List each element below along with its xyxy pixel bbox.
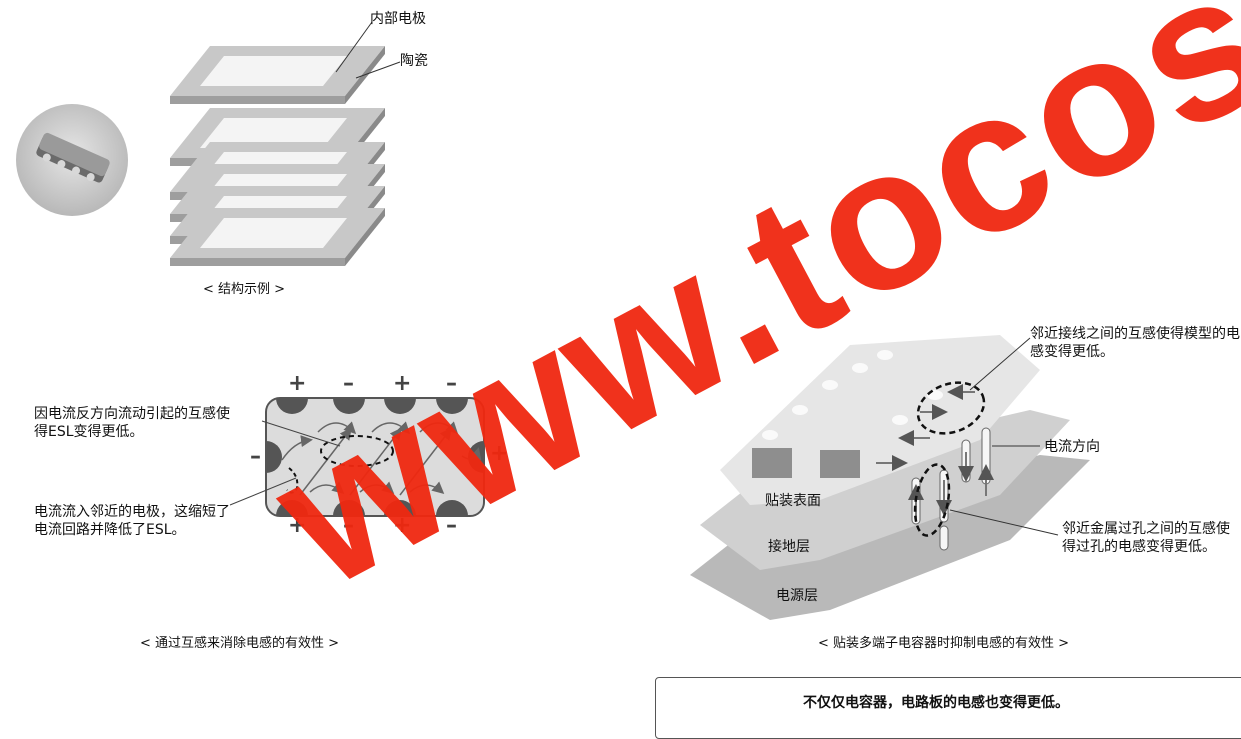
caption-structure: < 结构示例 > [203,282,286,297]
sign-left: – [250,444,261,469]
note-box: 不仅仅电容器，电路板的电感也变得更低。 [655,677,1241,739]
annotation-reverse-current: 因电流反方向流动引起的互感使得ESL变得更低。 [34,406,230,440]
annotation-vias: 邻近金属过孔之间的互感使得过孔的电感变得更低。 [1062,521,1230,555]
label-internal-electrode: 内部电极 [370,11,426,27]
sign-bottom-4: – [446,513,457,538]
internal-electrode [200,56,347,86]
note-text: 不仅仅电容器，电路板的电感也变得更低。 [803,695,1069,711]
sign-top-2: – [343,371,354,396]
caption-board: < 贴装多端子电容器时抑制电感的有效性 > [818,636,1070,651]
sign-top-1: + [288,371,307,396]
ceramic-plate [170,258,345,266]
annotation-current-direction: 电流方向 [1044,439,1100,455]
caption-mutual: < 通过互感来消除电感的有效性 > [140,636,340,651]
label-power-layer: 电源层 [776,588,818,604]
internal-electrode [200,118,347,148]
label-surface-layer: 贴装表面 [765,493,821,509]
sign-top-4: – [446,371,457,396]
ceramic-plate [170,96,345,104]
annotation-adjacent-electrode: 电流流入邻近的电极，这缩短了电流回路并降低了ESL。 [34,504,230,538]
ceramic-plate [345,208,385,266]
annotation-wiring: 邻近接线之间的互感使得模型的电感变得更低。 [1030,326,1240,360]
sign-right: + [490,441,509,466]
board-diagram [690,335,1090,620]
internal-electrode [200,218,347,248]
label-ceramic: 陶瓷 [400,53,428,69]
mutual-inductance-diagram [229,397,485,517]
chip-photo [16,104,128,216]
sign-bottom-2: – [343,513,354,538]
leader-line [355,61,401,79]
label-ground-layer: 接地层 [768,539,810,555]
sign-bottom-1: + [288,513,307,538]
leader-line [335,21,373,73]
sign-top-3: + [393,371,412,396]
layer-stack-diagram [170,21,401,266]
sign-bottom-3: + [393,513,412,538]
